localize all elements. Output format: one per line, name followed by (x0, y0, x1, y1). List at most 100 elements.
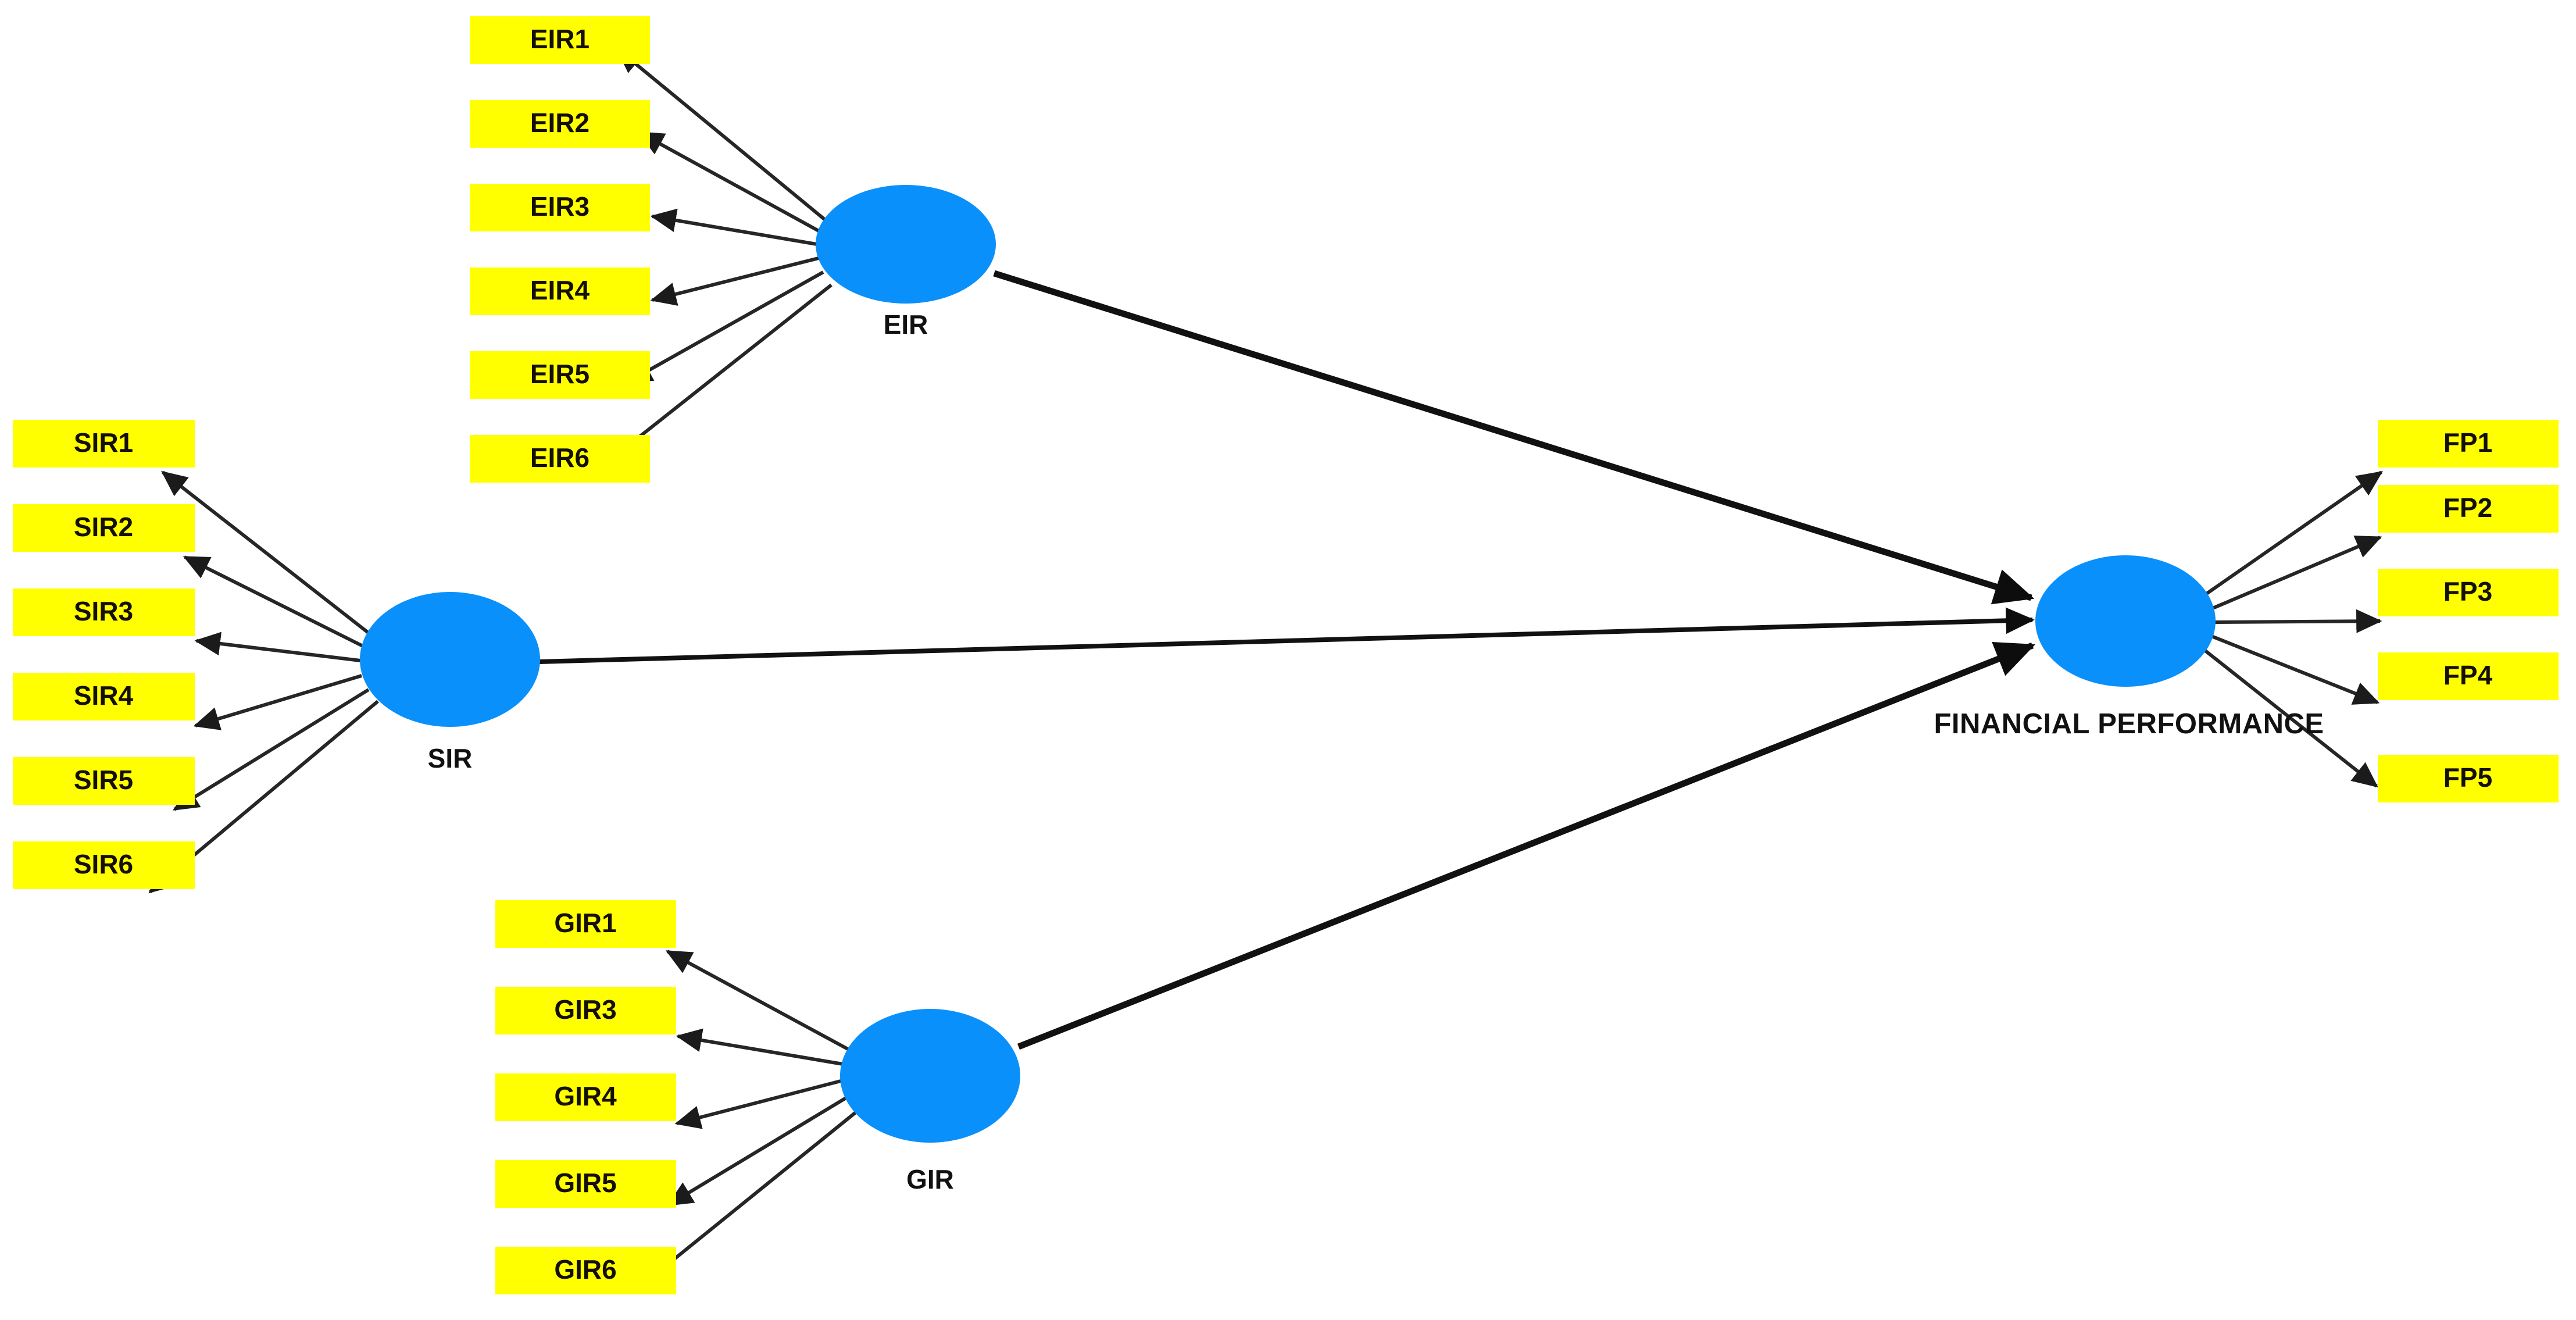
construct-ellipse[interactable] (360, 592, 540, 727)
path-fp-to-fp4 (2210, 634, 2380, 705)
path-sir-to-sir2 (183, 555, 365, 648)
indicator-box-rect[interactable] (2378, 755, 2559, 802)
indicator-label: EIR1 (530, 24, 589, 54)
path-eir-to-fp (993, 270, 2035, 605)
indicator-label: GIR5 (554, 1168, 616, 1198)
measurement-paths-fp (2203, 470, 2383, 788)
path-sir-to-sir5 (172, 688, 370, 811)
indicator-label: EIR2 (530, 108, 589, 138)
path-fp-to-fp2 (2211, 536, 2382, 610)
indicator-box-rect[interactable] (2378, 420, 2559, 468)
path-eir-to-eir2 (637, 131, 821, 233)
indicator-box-rect[interactable] (495, 1160, 676, 1208)
indicator-box-rect[interactable] (13, 420, 195, 468)
indicator-box-rect[interactable] (470, 435, 650, 483)
indicator-label: EIR4 (530, 275, 590, 305)
indicator-box-rect[interactable] (13, 841, 195, 889)
indicator-boxes: EIR1 EIR2 EIR3 EIR4 EIR5 EIR6 (13, 16, 2559, 1294)
construct-label: GIR (906, 1164, 954, 1194)
indicator-label: FP5 (2443, 762, 2492, 793)
construct-node-eir[interactable]: EIR (816, 185, 996, 340)
construct-label: EIR (884, 309, 928, 340)
measurement-paths-gir (633, 950, 860, 1293)
indicator-box-rect[interactable] (470, 184, 650, 231)
path-gir-to-gir4 (674, 1079, 844, 1129)
indicator-box-rect[interactable] (495, 987, 676, 1034)
construct-node-gir[interactable]: GIR (840, 1009, 1020, 1194)
indicator-box-rect[interactable] (2378, 652, 2559, 700)
construct-node-sir[interactable]: SIR (360, 592, 540, 773)
path-gir-to-gir5 (666, 1094, 851, 1207)
indicator-label: SIR3 (74, 596, 133, 626)
indicator-label: SIR1 (74, 427, 133, 458)
indicator-box-rect[interactable] (470, 267, 650, 315)
path-sir-to-fp (539, 607, 2035, 664)
construct-ellipse[interactable] (840, 1009, 1020, 1143)
path-fp-to-fp5 (2203, 648, 2378, 788)
path-sir-to-sir1 (161, 470, 371, 636)
indicator-fp2[interactable]: FP2 (2378, 485, 2559, 533)
indicator-eir3[interactable]: EIR3 (470, 184, 650, 231)
indicator-box-rect[interactable] (495, 1247, 676, 1294)
path-eir-to-eir4 (650, 256, 819, 306)
indicator-sir2[interactable]: SIR2 (13, 504, 195, 552)
indicator-label: SIR4 (74, 680, 134, 711)
indicator-eir6[interactable]: EIR6 (470, 435, 650, 483)
indicator-box-rect[interactable] (13, 673, 195, 720)
indicator-fp1[interactable]: FP1 (2378, 420, 2559, 468)
construct-ellipse[interactable] (816, 185, 996, 304)
indicator-fp3[interactable]: FP3 (2378, 569, 2559, 616)
path-sir-to-sir4 (193, 674, 362, 730)
indicator-box-rect[interactable] (495, 900, 676, 948)
indicator-label: FP1 (2443, 427, 2492, 458)
indicator-label: EIR5 (530, 359, 589, 389)
indicator-box-rect[interactable] (2378, 569, 2559, 616)
indicator-label: GIR4 (554, 1081, 617, 1111)
indicator-box-rect[interactable] (13, 757, 195, 805)
indicator-sir6[interactable]: SIR6 (13, 841, 195, 889)
path-eir-to-eir5 (626, 270, 824, 384)
indicator-eir1[interactable]: EIR1 (470, 16, 650, 64)
indicator-fp5[interactable]: FP5 (2378, 755, 2559, 802)
indicator-eir4[interactable]: EIR4 (470, 267, 650, 315)
indicator-label: EIR6 (530, 443, 589, 473)
indicator-box-rect[interactable] (495, 1073, 676, 1121)
construct-nodes: EIR SIR GIR FINANCIAL PERFORMANCE (360, 185, 2324, 1194)
indicator-box-rect[interactable] (13, 588, 195, 636)
indicator-sir4[interactable]: SIR4 (13, 673, 195, 720)
indicator-gir1[interactable]: GIR1 (495, 900, 676, 948)
indicator-label: FP4 (2443, 660, 2493, 690)
indicator-label: FP3 (2443, 576, 2492, 607)
indicator-sir1[interactable]: SIR1 (13, 420, 195, 468)
indicator-box-rect[interactable] (470, 351, 650, 399)
construct-label: FINANCIAL PERFORMANCE (1934, 708, 2324, 740)
path-eir-to-eir3 (650, 208, 817, 246)
path-sir-to-sir3 (194, 632, 361, 662)
indicator-gir4[interactable]: GIR4 (495, 1073, 676, 1121)
indicator-box-rect[interactable] (470, 100, 650, 148)
construct-ellipse[interactable] (2035, 555, 2216, 687)
indicator-eir5[interactable]: EIR5 (470, 351, 650, 399)
indicator-label: GIR3 (554, 994, 616, 1025)
indicator-gir6[interactable]: GIR6 (495, 1247, 676, 1294)
indicator-gir5[interactable]: GIR5 (495, 1160, 676, 1208)
construct-node-financial-performance[interactable]: FINANCIAL PERFORMANCE (1934, 555, 2324, 740)
indicator-gir3[interactable]: GIR3 (495, 987, 676, 1034)
indicator-label: GIR6 (554, 1254, 616, 1285)
indicator-sir5[interactable]: SIR5 (13, 757, 195, 805)
indicator-label: SIR2 (74, 512, 133, 542)
indicator-sir3[interactable]: SIR3 (13, 588, 195, 636)
construct-label: SIR (428, 743, 473, 773)
indicator-label: EIR3 (530, 191, 589, 222)
indicator-label: SIR6 (74, 849, 133, 879)
path-gir-to-fp (1017, 641, 2036, 1050)
indicator-label: FP2 (2443, 493, 2492, 523)
indicator-box-rect[interactable] (13, 504, 195, 552)
path-eir-to-eir1 (616, 47, 826, 221)
indicator-fp4[interactable]: FP4 (2378, 652, 2559, 700)
indicator-box-rect[interactable] (2378, 485, 2559, 533)
indicator-eir2[interactable]: EIR2 (470, 100, 650, 148)
indicator-box-rect[interactable] (470, 16, 650, 64)
